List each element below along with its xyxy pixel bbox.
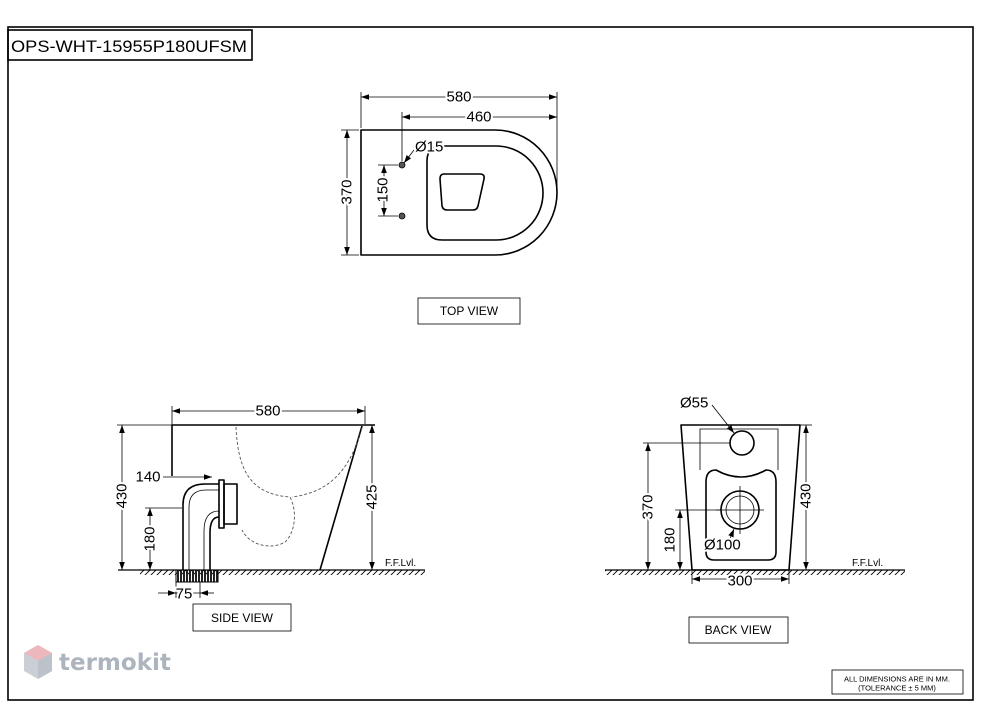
watermark: termokit: [24, 645, 171, 679]
floor-hatching: [605, 570, 905, 575]
dim-top-width: 370: [339, 179, 356, 204]
dim-base-width: 300: [727, 573, 752, 590]
notes-box: [831, 669, 964, 695]
dim-top-length: 580: [446, 89, 471, 106]
dim-outlet-offset: 140: [135, 469, 160, 486]
dim-fixing-spacing: 150: [375, 177, 392, 202]
top-view: 580 460 Ø15 150 370 TOP VIEW: [337, 87, 558, 325]
side-front-edge: [319, 425, 363, 571]
bowl-rim-opening: [426, 145, 544, 241]
dimension-notes: ALL DIMENSIONS ARE IN MM. (TOLERANCE ± 5…: [831, 669, 964, 695]
dim-inlet-height: 370: [640, 494, 657, 519]
dim-rear-height: 430: [114, 483, 131, 508]
title-box: [7, 29, 253, 61]
notes-line-1: ALL DIMENSIONS ARE IN MM.: [844, 675, 950, 684]
water-inlet: [729, 430, 755, 456]
back-view: F.F.Lvl. Ø55 Ø100 370 180 430 300: [605, 393, 905, 644]
floor-hatching: [140, 570, 425, 575]
floor-level-label: F.F.Lvl.: [385, 558, 416, 569]
back-inlet-panel: [699, 428, 779, 470]
dim-back-height: 430: [798, 483, 815, 508]
bowl-hidden-profile: [235, 426, 295, 547]
top-view-label-box: [417, 297, 521, 325]
model-code: OPS-WHT-15955P180UFSM: [11, 37, 247, 56]
fixing-hole-lower: [398, 212, 406, 220]
dim-outlet-diameter: Ø100: [704, 537, 741, 554]
back-view-label: BACK VIEW: [705, 623, 772, 637]
notes-line-2: (TOLERANCE ± 5 MM): [858, 684, 936, 693]
back-outlet-recess: [705, 469, 777, 561]
watermark-text: termokit: [59, 650, 171, 676]
dim-fixing-hole: Ø15: [415, 139, 443, 156]
leader-inlet: [711, 404, 735, 434]
outlet-pipe: [182, 479, 238, 570]
dim-inlet-diameter: Ø55: [680, 395, 708, 412]
back-view-label-box: [688, 616, 789, 644]
dim-front-height: 425: [364, 484, 381, 509]
leader-outlet: [728, 528, 735, 542]
side-body-outline: [171, 424, 375, 476]
top-view-label: TOP VIEW: [440, 304, 499, 318]
dim-outlet-height: 180: [142, 526, 159, 551]
side-view-label: SIDE VIEW: [211, 611, 274, 625]
side-view-label-box: [192, 603, 292, 632]
watermark-logo-icon: [24, 645, 52, 679]
leader-fixing-hole: [403, 149, 415, 164]
bowl-hidden-profile-front: [291, 427, 363, 498]
top-view-outline: [360, 129, 558, 256]
dim-back-outlet-height: 180: [662, 527, 679, 552]
dim-fixing-to-front: 460: [466, 109, 491, 126]
floor-connector: [175, 569, 219, 583]
floor-level-label: F.F.Lvl.: [852, 558, 883, 569]
dim-side-length: 580: [255, 403, 280, 420]
bowl-drain-opening: [439, 173, 485, 211]
fixing-hole-upper: [398, 161, 406, 169]
drawing-frame: [7, 26, 974, 701]
side-view: F.F.Lvl. 580 140 430 425: [112, 401, 425, 632]
dim-outlet-size: 75: [176, 586, 193, 603]
